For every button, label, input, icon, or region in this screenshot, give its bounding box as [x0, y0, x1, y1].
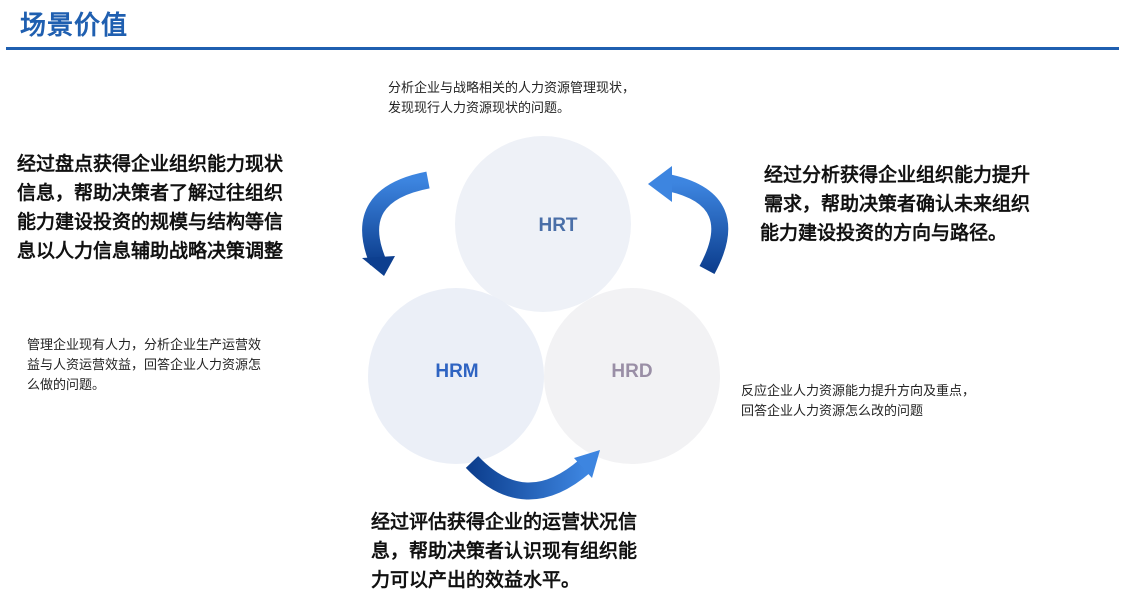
hrm-description-line: 管理企业现有人力，分析企业生产运营效: [27, 338, 262, 353]
analysis-value-line: 经过分析获得企业组织能力提升: [764, 164, 1031, 186]
bottom-cycle-arrow: [465, 450, 600, 500]
hrt-label: HRT: [538, 215, 578, 236]
hrt-description-line: 分析企业与战略相关的人力资源管理现状，: [388, 81, 636, 96]
evaluation-value-text: 经过评估获得企业的运营状况信 息，帮助决策者认识现有组织能 力可以产出的效益水平…: [371, 508, 637, 595]
left-cycle-arrow: [362, 171, 430, 276]
hrm-description-line: 么做的问题。: [27, 378, 106, 393]
inventory-value-line: 信息，帮助决策者了解过往组织: [17, 182, 284, 204]
analysis-value-line: 需求，帮助决策者确认未来组织: [764, 193, 1031, 215]
hrd-description: 反应企业人力资源能力提升方向及重点， 回答企业人力资源怎么改的问题: [741, 382, 975, 422]
hrd-circle: [544, 288, 720, 464]
evaluation-value-line: 力可以产出的效益水平。: [371, 569, 581, 591]
inventory-value-line: 经过盘点获得企业组织能力现状: [17, 153, 284, 175]
title-divider: [6, 47, 1119, 50]
right-cycle-arrow: [648, 166, 729, 275]
hrd-label: HRD: [611, 361, 653, 382]
inventory-value-line: 息以人力信息辅助战略决策调整: [17, 240, 284, 262]
hrd-description-line: 反应企业人力资源能力提升方向及重点，: [741, 384, 976, 399]
hrt-description-line: 发现现行人力资源现状的问题。: [388, 101, 571, 116]
evaluation-value-line: 经过评估获得企业的运营状况信: [371, 511, 638, 533]
page-title: 场景价值: [20, 11, 129, 41]
hrm-description-line: 益与人资运营效益，回答企业人力资源怎: [27, 358, 262, 373]
hrt-circle: [455, 136, 631, 312]
hrm-circle: [368, 288, 544, 464]
analysis-value-line: 能力建设投资的方向与路径。: [760, 222, 1008, 244]
inventory-value-text: 经过盘点获得企业组织能力现状 信息，帮助决策者了解过往组织 能力建设投资的规模与…: [17, 150, 283, 266]
analysis-value-text: 经过分析获得企业组织能力提升 需求，帮助决策者确认未来组织 能力建设投资的方向与…: [760, 161, 1030, 248]
hrd-description-line: 回答企业人力资源怎么改的问题: [741, 404, 924, 419]
evaluation-value-line: 息，帮助决策者认识现有组织能: [371, 540, 638, 562]
hrm-description: 管理企业现有人力，分析企业生产运营效 益与人资运营效益，回答企业人力资源怎 么做…: [27, 336, 261, 396]
hrm-label: HRM: [435, 361, 479, 382]
hrt-description: 分析企业与战略相关的人力资源管理现状， 发现现行人力资源现状的问题。: [388, 79, 635, 119]
inventory-value-line: 能力建设投资的规模与结构等信: [17, 211, 284, 233]
